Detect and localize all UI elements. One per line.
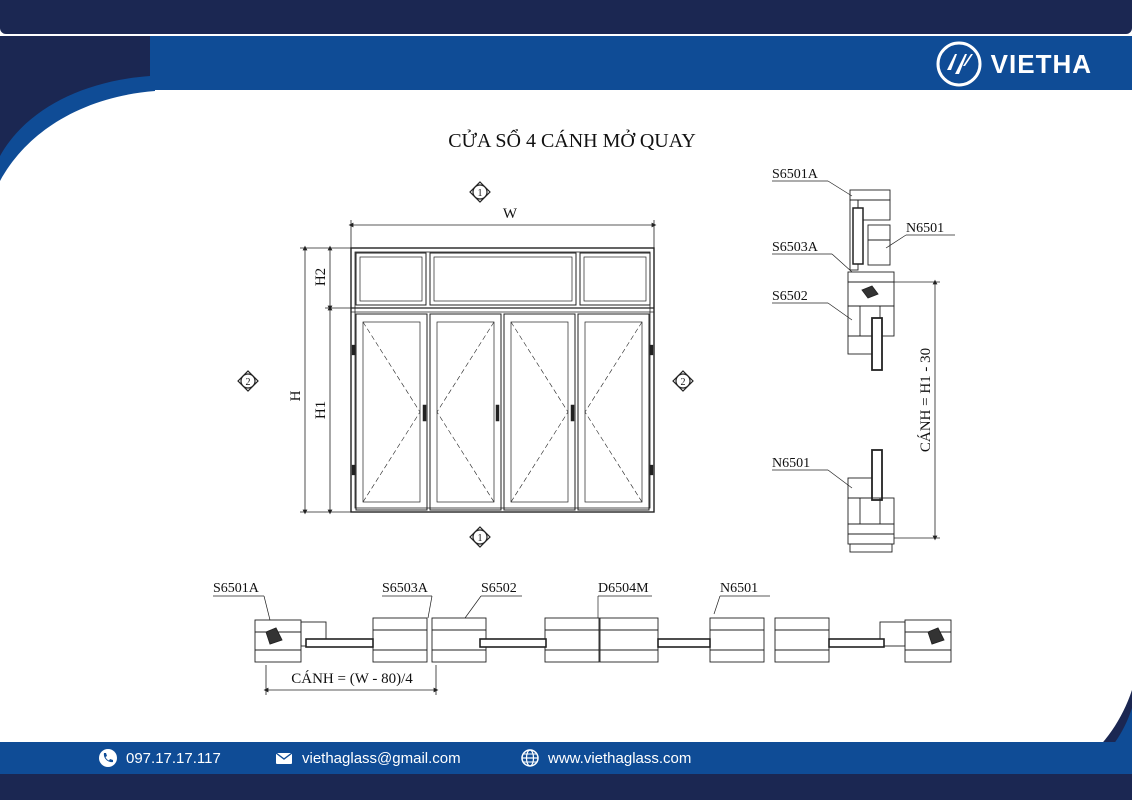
brand-logo: VIETHA <box>935 40 1092 88</box>
label-d6504m: D6504M <box>598 581 649 596</box>
label-s6502-bottom: S6502 <box>481 581 517 596</box>
phone-number: 097.17.17.117 <box>126 749 221 767</box>
section-marker-1-top: 1 <box>469 181 491 203</box>
dimension-w: W <box>348 206 657 248</box>
footer-band <box>0 742 1132 774</box>
horizontal-section-labels: S6501A S6503A S6502 D6504M N6501 <box>213 581 770 621</box>
svg-text:2: 2 <box>681 377 686 388</box>
svg-text:1: 1 <box>478 188 483 199</box>
sash-4 <box>577 313 650 511</box>
label-s6503a-bottom: S6503A <box>382 581 429 596</box>
svg-text:W: W <box>503 206 518 222</box>
section-marker-2-left: 2 <box>237 370 259 392</box>
logo-mark-icon <box>936 41 982 87</box>
svg-text:H: H <box>288 390 304 401</box>
label-s6503a-side: S6503A <box>772 240 819 255</box>
globe-icon <box>521 749 539 767</box>
dimension-sash-width: CÁNH = (W - 80)/4 <box>263 665 439 695</box>
section-marker-2-right: 2 <box>672 370 694 392</box>
label-s6501a-bottom: S6501A <box>213 581 260 596</box>
svg-text:CÁNH = (W - 80)/4: CÁNH = (W - 80)/4 <box>291 670 413 687</box>
website-url: www.viethaglass.com <box>548 749 692 767</box>
header-band <box>0 36 1132 90</box>
email-address: viethaglass@gmail.com <box>302 749 461 767</box>
sash-2 <box>429 313 502 511</box>
transom-center <box>429 252 577 306</box>
transom-left <box>355 252 427 306</box>
footer-dark-strip <box>0 774 1132 800</box>
footer-email[interactable]: viethaglass@gmail.com <box>274 748 461 768</box>
svg-text:2: 2 <box>246 377 251 388</box>
label-n6501-side-bottom: N6501 <box>772 456 810 471</box>
footer-phone[interactable]: 097.17.17.117 <box>98 748 221 768</box>
sash-1 <box>355 313 428 511</box>
label-s6502-side: S6502 <box>772 289 808 304</box>
window-elevation <box>350 247 655 513</box>
sash-3 <box>503 313 576 511</box>
vertical-section <box>847 189 895 553</box>
label-n6501-bottom: N6501 <box>720 581 758 596</box>
horizontal-glass-panes <box>305 638 885 648</box>
diagram-title: CỬA SỔ 4 CÁNH MỞ QUAY <box>448 128 696 152</box>
svg-text:H2: H2 <box>313 268 329 286</box>
label-n6501-side-top: N6501 <box>906 221 944 236</box>
svg-text:1: 1 <box>478 533 483 544</box>
dimension-h1: H1 <box>313 305 333 515</box>
transom-right <box>579 252 651 306</box>
dimension-sash-height: CÁNH = H1 - 30 <box>894 279 940 541</box>
phone-icon <box>99 749 117 767</box>
footer-website[interactable]: www.viethaglass.com <box>520 748 691 768</box>
left-decor-arc <box>0 36 155 181</box>
dimension-h: H <box>288 245 351 515</box>
mail-icon <box>275 752 293 764</box>
brand-name: VIETHA <box>990 48 1092 79</box>
section-marker-1-bottom: 1 <box>469 526 491 548</box>
dimension-h2: H2 <box>313 245 351 311</box>
label-s6501a-side: S6501A <box>772 167 819 182</box>
svg-text:H1: H1 <box>313 401 329 419</box>
top-strip <box>0 0 1132 34</box>
svg-text:CÁNH = H1 - 30: CÁNH = H1 - 30 <box>917 348 934 452</box>
vertical-section-labels: S6501A N6501 S6503A S6502 N6501 <box>772 167 955 489</box>
